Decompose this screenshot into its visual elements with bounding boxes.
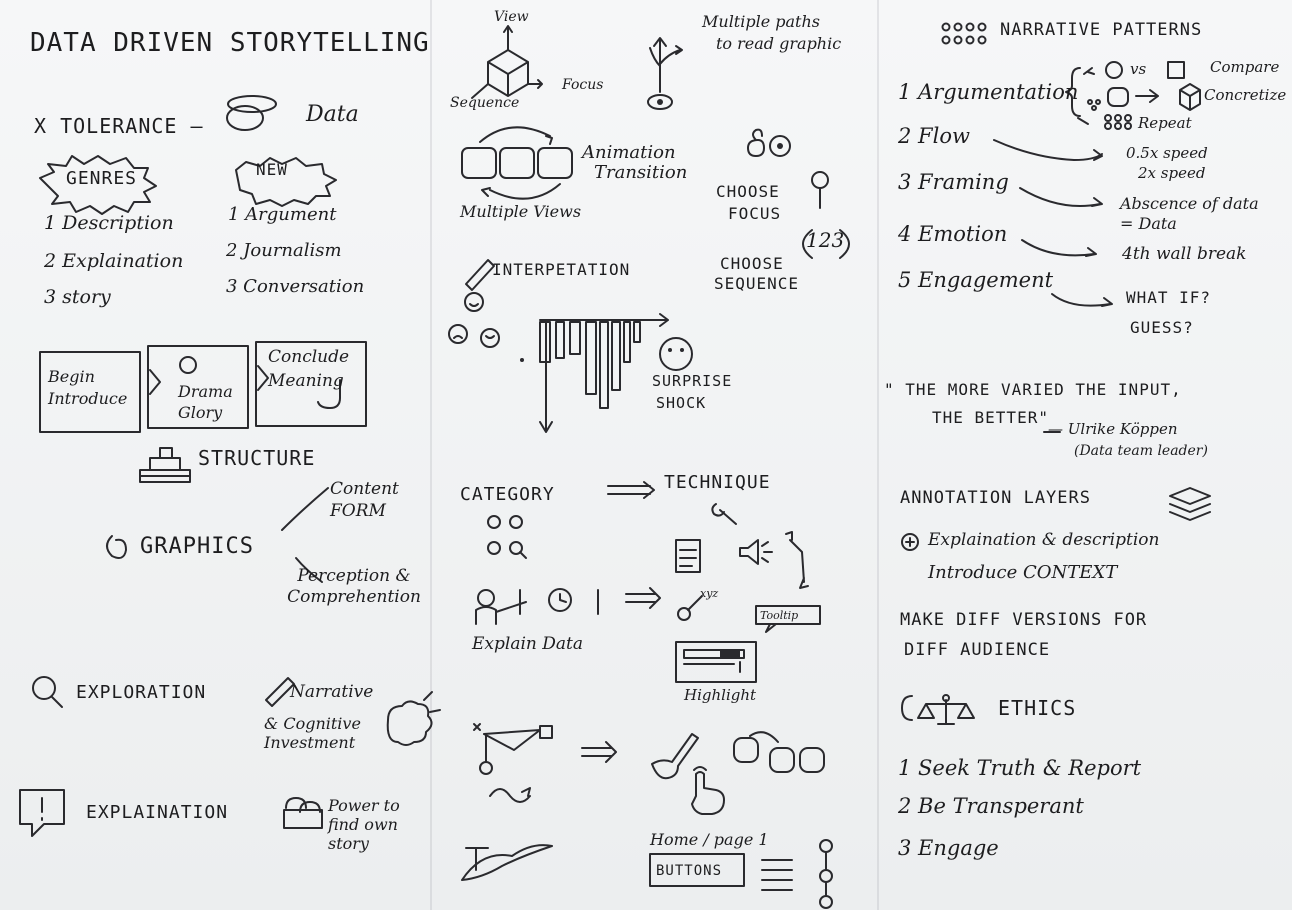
fold-line-left — [430, 0, 432, 910]
new-badge: NEW — [256, 160, 288, 179]
pattern-item: 1 Argumentation — [898, 80, 1079, 104]
structure-box-conclude: Conclude Meaning — [268, 347, 350, 391]
page-title: DATA DRIVEN STORYTELLING — [30, 28, 430, 58]
framing-data: = Data — [1120, 214, 1177, 233]
exploration-label: EXPLORATION — [76, 682, 207, 703]
explain-data-label: Explain Data — [472, 634, 583, 654]
category-label: CATEGORY — [460, 484, 555, 505]
technique-label: TECHNIQUE — [664, 472, 771, 493]
argumentation-vs: vs — [1130, 60, 1147, 78]
choose-numbers: 123 — [806, 228, 845, 252]
new-item: 1 Argument — [228, 204, 337, 225]
explaination-power: Power to find own story — [328, 796, 400, 854]
engagement-what-if: WHAT IF? — [1126, 288, 1212, 307]
paths-line2: to read graphic — [716, 34, 842, 53]
home-page-label: Home / page 1 — [650, 830, 769, 849]
exploration-cognitive: & Cognitive Investment — [264, 714, 361, 753]
genre-item: 2 Explaination — [44, 250, 184, 272]
graphics-branch-perception: Perception & Comprehention — [287, 566, 421, 608]
surprise-label: SURPRISE — [652, 372, 733, 390]
choose-focus-2: FOCUS — [728, 204, 782, 223]
structure-box-begin: Begin Introduce — [48, 367, 128, 409]
graphics-label: GRAPHICS — [140, 534, 254, 559]
ethics-item: 3 Engage — [898, 836, 999, 860]
interpretation-label: INTERPETATION — [492, 260, 631, 279]
flow-double-speed: 2x speed — [1138, 164, 1206, 182]
argumentation-compare: Compare — [1210, 58, 1280, 76]
pattern-item: 2 Flow — [898, 124, 970, 148]
argumentation-concretize: Concretize — [1204, 86, 1287, 104]
choose-sequence-1: CHOOSE — [720, 254, 784, 273]
flow-half-speed: 0.5x speed — [1126, 144, 1208, 162]
genres-badge: GENRES — [66, 168, 138, 189]
pattern-item: 4 Emotion — [898, 222, 1008, 246]
narrative-patterns-heading: NARRATIVE PATTERNS — [1000, 20, 1203, 40]
animation-label: Animation — [582, 142, 676, 163]
quote-author: — Ulrike Köppen — [1048, 420, 1178, 438]
shock-label: SHOCK — [656, 394, 707, 412]
quote-role: (Data team leader) — [1074, 443, 1208, 459]
structure-label: STRUCTURE — [198, 446, 316, 470]
paths-line1: Multiple paths — [702, 12, 820, 31]
buttons-label: BUTTONS — [656, 863, 723, 879]
ethics-item: 2 Be Transperant — [898, 794, 1084, 818]
ethics-heading: ETHICS — [998, 696, 1077, 720]
xyz-label: xyz — [700, 587, 719, 600]
new-item: 2 Journalism — [226, 240, 342, 261]
transition-label: Transition — [594, 162, 688, 183]
cube-sequence-label: Sequence — [450, 95, 520, 111]
tooltip-label: Tooltip — [760, 609, 799, 622]
quote-line2: THE BETTER" — [932, 408, 1049, 427]
structure-box-drama: Drama Glory — [178, 382, 233, 422]
graphics-branch-content: Content FORM — [330, 479, 399, 522]
pattern-item: 3 Framing — [898, 170, 1009, 194]
genre-item: 1 Description — [44, 212, 174, 234]
highlight-label: Highlight — [684, 686, 757, 704]
choose-sequence-2: SEQUENCE — [714, 274, 800, 293]
pattern-item: 5 Engagement — [898, 268, 1054, 292]
annotation-heading: ANNOTATION LAYERS — [900, 488, 1091, 508]
exploration-narrative: Narrative — [290, 682, 374, 702]
cube-view-label: View — [494, 9, 529, 25]
quote-line1: " THE MORE VARIED THE INPUT, — [884, 380, 1182, 399]
versions-line2: DIFF AUDIENCE — [904, 640, 1051, 660]
emotion-wall-break: 4th wall break — [1122, 244, 1247, 264]
ethics-item: 1 Seek Truth & Report — [898, 756, 1142, 780]
annotation-line2: Introduce CONTEXT — [928, 562, 1118, 583]
new-item: 3 Conversation — [226, 276, 365, 297]
annotation-line1: Explaination & description — [928, 530, 1160, 550]
multiple-views-label: Multiple Views — [460, 202, 582, 221]
tolerance-label: X TOLERANCE — — [34, 114, 204, 138]
argumentation-repeat: Repeat — [1138, 114, 1192, 132]
fold-line-right — [877, 0, 879, 910]
genre-item: 3 story — [44, 286, 111, 308]
engagement-guess: GUESS? — [1130, 318, 1194, 337]
cube-focus-label: Focus — [562, 77, 604, 93]
tolerance-data: Data — [306, 102, 359, 127]
framing-absence: Abscence of data — [1120, 194, 1259, 213]
explaination-label: EXPLAINATION — [86, 802, 229, 823]
versions-line1: MAKE DIFF VERSIONS FOR — [900, 610, 1148, 630]
choose-focus-1: CHOOSE — [716, 182, 780, 201]
